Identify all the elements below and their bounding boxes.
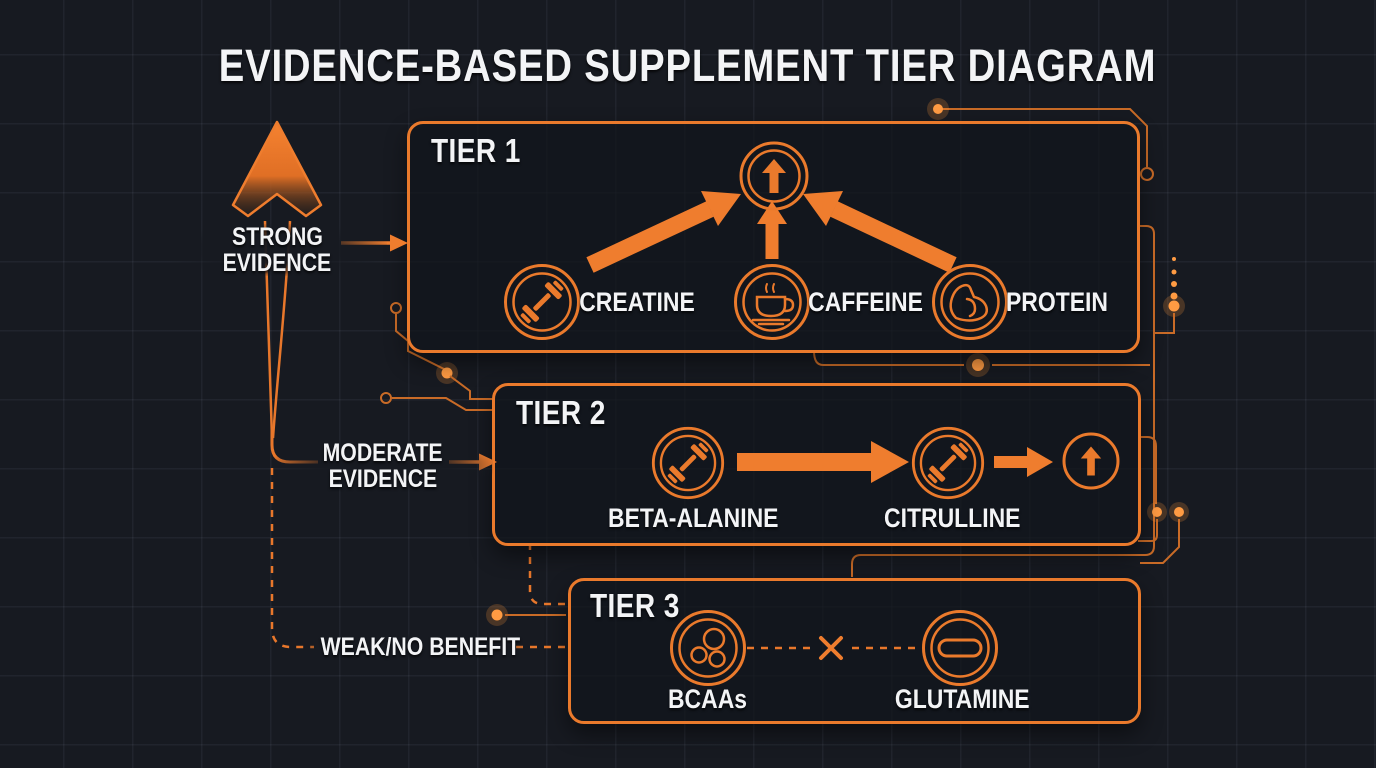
up-arrow-badge-icon: [734, 136, 814, 221]
dumbbell-icon: [502, 262, 582, 347]
trace-tier2-to-tier3-dashed: [528, 543, 565, 606]
tier3-box: [568, 578, 1141, 724]
moderate-evidence-label: MODERATE EVIDENCE: [273, 440, 493, 492]
coffee-cup-icon: [732, 262, 812, 347]
dumbbell-icon: [910, 425, 986, 506]
tier1-title: TIER 1: [431, 132, 521, 169]
strong-evidence-label: STRONG EVIDENCE: [167, 224, 387, 276]
bcaas-label: BCAAs: [668, 684, 748, 714]
up-arrow-badge-icon: [1059, 429, 1123, 498]
tier3-title: TIER 3: [590, 587, 680, 624]
citrulline-label: CITRULLINE: [883, 503, 1021, 533]
page-title-text: EVIDENCE-BASED SUPPLEMENT TIER DIAGRAM: [219, 40, 1157, 91]
protein-label: PROTEIN: [1005, 287, 1108, 317]
weak-no-benefit-label: WEAK/NO BENEFIT: [303, 634, 523, 660]
minus-pill-icon: [920, 608, 1000, 693]
trace-between-tier1-tier2: [813, 350, 1150, 377]
page-title: EVIDENCE-BASED SUPPLEMENT TIER DIAGRAM: [0, 40, 1376, 92]
evidence-axis-arrow: [231, 120, 323, 464]
trace-right-tier2: [1138, 436, 1189, 564]
beta-alanine-label: BETA-ALANINE: [607, 503, 779, 533]
creatine-label: CREATINE: [579, 287, 695, 317]
molecule-icon: [668, 608, 748, 693]
dumbbell-icon: [650, 425, 726, 506]
tier2-title: TIER 2: [516, 394, 606, 431]
trace-into-tier3: [486, 604, 566, 626]
glutamine-label: GLUTAMINE: [894, 684, 1030, 714]
